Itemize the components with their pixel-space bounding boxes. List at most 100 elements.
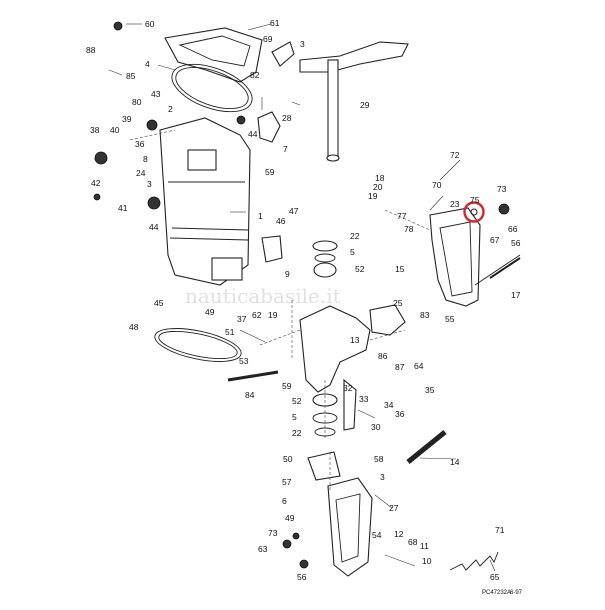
callout-63: 63: [258, 544, 268, 554]
callout-40: 40: [110, 125, 120, 135]
callout-83: 83: [420, 310, 430, 320]
callout-69: 69: [263, 34, 273, 44]
callout-78: 78: [404, 224, 414, 234]
callout-6: 6: [282, 496, 287, 506]
callout-36b: 36: [395, 409, 405, 419]
callout-67: 67: [490, 235, 500, 245]
callout-18: 18: [375, 173, 385, 183]
callout-65: 65: [490, 572, 500, 582]
callout-20: 20: [373, 182, 383, 192]
callout-72: 72: [450, 150, 460, 160]
callout-38: 38: [90, 125, 100, 135]
callout-44b: 44: [149, 222, 159, 232]
callout-61: 61: [270, 18, 280, 28]
callout-41: 41: [118, 203, 128, 213]
callout-55: 55: [445, 314, 455, 324]
callout-32: 32: [343, 383, 353, 393]
callout-68: 68: [408, 537, 418, 547]
callout-54: 54: [372, 530, 382, 540]
callout-73: 73: [497, 184, 507, 194]
callout-84: 84: [245, 390, 255, 400]
callout-42: 42: [91, 178, 101, 188]
callout-82: 82: [250, 70, 260, 80]
callout-4: 4: [145, 59, 150, 69]
callout-73b: 73: [268, 528, 278, 538]
callout-50: 50: [283, 454, 293, 464]
callout-60: 60: [145, 19, 155, 29]
callout-51: 51: [225, 327, 235, 337]
footer-code: PC47232A: [482, 590, 511, 596]
callout-3b: 3: [147, 179, 152, 189]
callout-24: 24: [136, 168, 146, 178]
callout-80: 80: [132, 97, 142, 107]
callout-17: 17: [511, 290, 521, 300]
callout-12: 12: [394, 529, 404, 539]
callout-46: 46: [276, 216, 286, 226]
callout-59: 59: [265, 167, 275, 177]
callout-27: 27: [389, 503, 399, 513]
callout-47: 47: [289, 206, 299, 216]
callout-10: 10: [422, 556, 432, 566]
callout-labels: 60 88 85 4 61 69 3 82 80 43 2 38 39 40 2…: [86, 18, 521, 582]
callout-43: 43: [151, 89, 161, 99]
callout-2: 2: [168, 104, 173, 114]
callout-34: 34: [384, 400, 394, 410]
callout-36: 36: [135, 139, 145, 149]
callout-75: 75: [470, 195, 480, 205]
callout-59b: 59: [282, 381, 292, 391]
watermark: nauticabasile.it: [185, 284, 341, 308]
callout-5: 5: [350, 247, 355, 257]
callout-52b: 52: [292, 396, 302, 406]
callout-48: 48: [129, 322, 139, 332]
callout-87: 87: [395, 362, 405, 372]
leader-lines: [108, 23, 496, 572]
callout-88: 88: [86, 45, 96, 55]
callout-5b: 5: [292, 412, 297, 422]
callout-28: 28: [282, 113, 292, 123]
callout-11: 11: [420, 541, 429, 551]
callout-35: 35: [425, 385, 435, 395]
callout-14: 14: [450, 457, 460, 467]
callout-25: 25: [393, 298, 403, 308]
callout-7: 7: [283, 144, 288, 154]
callout-19: 19: [368, 191, 378, 201]
callout-19b: 19: [268, 310, 278, 320]
callout-45: 45: [154, 298, 164, 308]
footer-date: 6-97: [510, 590, 523, 596]
callout-29: 29: [360, 100, 370, 110]
callout-52: 52: [355, 264, 365, 274]
callout-15: 15: [395, 264, 405, 274]
callout-39: 39: [122, 114, 132, 124]
callout-57: 57: [282, 477, 292, 487]
callout-86: 86: [378, 351, 388, 361]
callout-1: 1: [258, 211, 263, 221]
callout-13: 13: [350, 335, 360, 345]
callout-62: 62: [252, 310, 262, 320]
callout-44: 44: [248, 129, 258, 139]
highlight-ring: [463, 201, 485, 223]
callout-49: 49: [205, 307, 215, 317]
callout-22b: 22: [292, 428, 302, 438]
callout-3: 3: [300, 39, 305, 49]
callout-30: 30: [371, 422, 381, 432]
callout-33: 33: [359, 394, 369, 404]
callout-49b: 49: [285, 513, 295, 523]
callout-71: 71: [495, 525, 505, 535]
callout-53: 53: [239, 356, 249, 366]
callout-70: 70: [432, 180, 442, 190]
callout-64: 64: [414, 361, 424, 371]
callout-22: 22: [350, 231, 360, 241]
drawing-shapes: [93, 21, 521, 577]
callout-56b: 56: [297, 572, 307, 582]
callout-85: 85: [126, 71, 136, 81]
callout-23: 23: [450, 199, 460, 209]
callout-9: 9: [285, 269, 290, 279]
callout-37: 37: [237, 314, 247, 324]
callout-58: 58: [374, 454, 384, 464]
callout-8: 8: [143, 154, 148, 164]
callout-66: 66: [508, 224, 518, 234]
callout-56: 56: [511, 238, 521, 248]
callout-3c: 3: [380, 472, 385, 482]
